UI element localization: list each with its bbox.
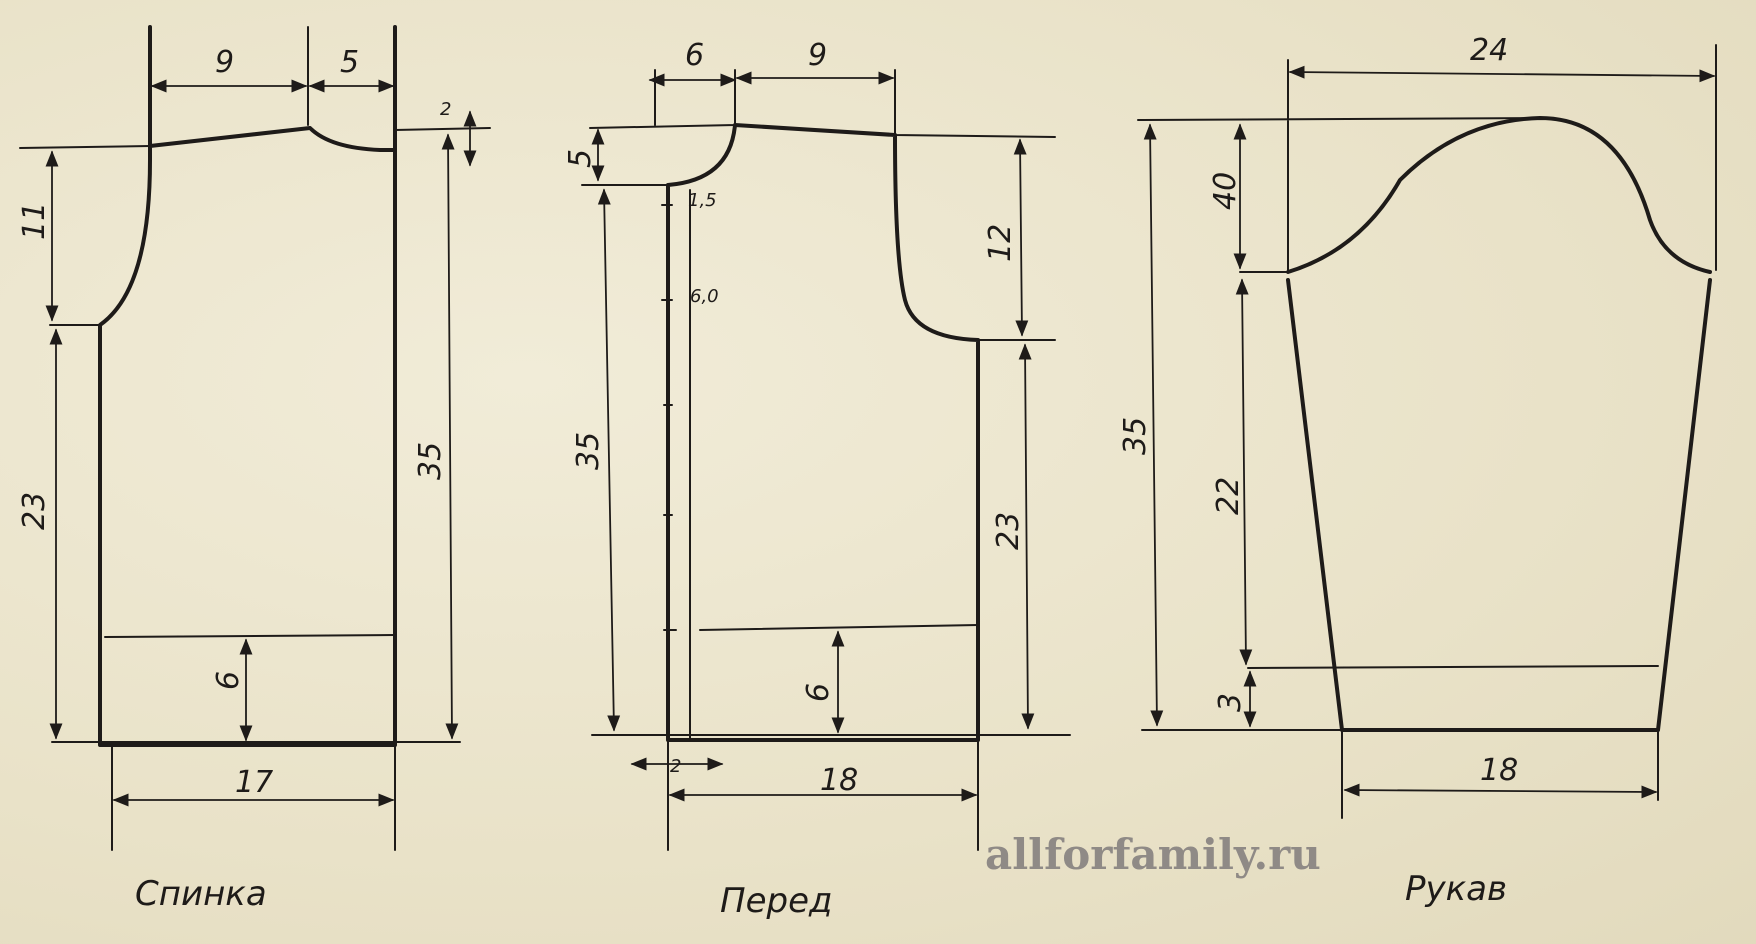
front-label-neckdepth: 5 [563, 149, 598, 168]
back-label-neck: 9 [215, 45, 234, 80]
sleeve-label-seam: 22 [1211, 477, 1246, 515]
back-label-rib: 6 [211, 671, 246, 690]
back-label-drop: 2 [440, 99, 451, 120]
front-label-width: 18 [820, 763, 858, 798]
front-dim-total [597, 188, 621, 732]
back-label-armhole: 11 [17, 202, 52, 240]
front-label-shoulder: 6 [685, 38, 704, 73]
front-label-rib: 6 [801, 683, 836, 702]
front-label-side: 23 [991, 512, 1026, 550]
back-label-width: 17 [235, 765, 273, 800]
sleeve-label-top: 24 [1470, 33, 1508, 68]
sleeve-dim-seam [1235, 278, 1253, 666]
sleeve-label-total: 35 [1118, 417, 1153, 455]
sleeve-guides [1137, 44, 1717, 819]
sleeve-label-cuff: 3 [1213, 693, 1248, 712]
back-guides [19, 26, 491, 851]
back-piece: 9 5 2 11 23 35 6 17 Спинка [17, 25, 491, 914]
front-piece: 6 9 5 1,5 6,0 35 12 23 6 2 18 Перед [563, 38, 1071, 921]
watermark: allforfamily.ru [985, 830, 1321, 879]
back-label-shoulder: 5 [340, 45, 359, 80]
back-dim-total [441, 133, 459, 740]
front-dim-side [1018, 343, 1035, 730]
sleeve-dim-total [1143, 123, 1164, 727]
front-label-placket: 2 [670, 756, 681, 777]
sleeve-label-bottom: 18 [1480, 753, 1518, 788]
sleeve-label-cap: 40 [1208, 172, 1243, 210]
front-title: Перед [720, 881, 833, 921]
front-label-total: 35 [571, 432, 606, 470]
front-dim-armhole [1013, 138, 1029, 337]
back-title: Спинка [135, 874, 267, 914]
sleeve-dim-top [1288, 65, 1716, 83]
sleeve-piece: 24 40 35 22 3 18 Рукав [1118, 33, 1717, 909]
back-label-total: 35 [413, 442, 448, 480]
sleeve-outline [1286, 116, 1712, 732]
back-label-side: 23 [17, 492, 52, 530]
sleeve-title: Рукав [1405, 869, 1507, 909]
front-outline [666, 123, 980, 742]
front-label-mark2: 6,0 [690, 286, 719, 307]
front-label-armhole: 12 [983, 224, 1018, 262]
front-label-mark1: 1,5 [688, 190, 717, 211]
front-label-neck: 9 [808, 38, 827, 73]
sleeve-dim-bottom [1343, 783, 1658, 799]
front-ticks [661, 204, 677, 631]
front-guides [581, 69, 1071, 851]
